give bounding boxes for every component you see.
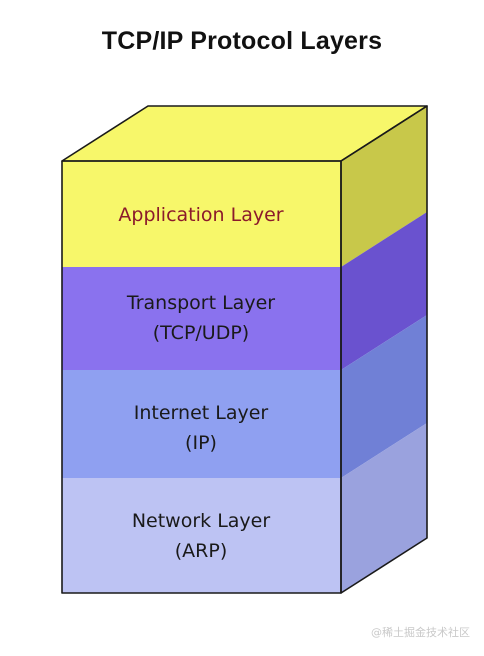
application-side-face	[341, 106, 427, 267]
source-watermark: @稀土掘金技术社区	[371, 626, 470, 639]
transport-layer-protocol: (TCP/UDP)	[153, 322, 249, 344]
transport-layer-label: Transport Layer	[126, 292, 275, 314]
network-front-face	[62, 478, 341, 593]
network-layer-label: Network Layer	[132, 510, 271, 532]
transport-side-face	[341, 212, 427, 370]
stack-faces	[61, 105, 428, 594]
internet-layer-label: Internet Layer	[134, 402, 269, 424]
internet-front-face	[62, 370, 341, 478]
internet-side-face	[341, 315, 427, 478]
diagram-title: TCP/IP Protocol Layers	[101, 27, 383, 55]
layer-labels: Application Layer Transport Layer (TCP/U…	[118, 204, 283, 562]
transport-front-face	[62, 267, 341, 370]
application-front-face	[62, 161, 341, 267]
side-outline	[340, 105, 428, 594]
network-side-face	[341, 423, 427, 593]
top-face	[62, 106, 427, 161]
network-layer-protocol: (ARP)	[175, 540, 227, 562]
internet-layer-protocol: (IP)	[185, 432, 217, 454]
application-layer-label: Application Layer	[118, 204, 283, 226]
